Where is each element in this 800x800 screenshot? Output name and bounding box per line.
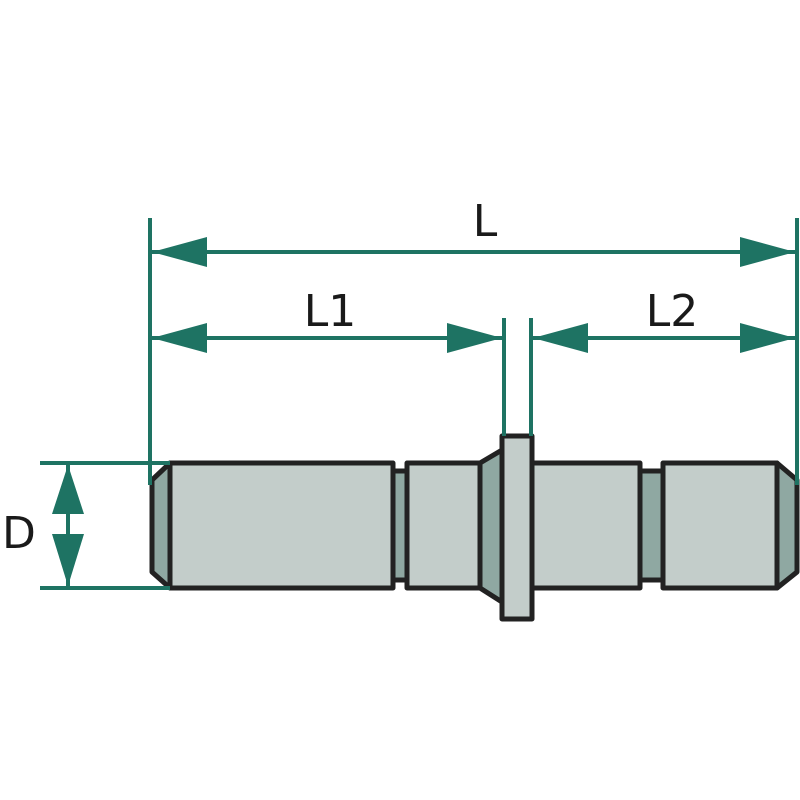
left-shank-section [404,460,483,591]
right-groove [637,468,666,583]
right-chamfer [774,460,800,591]
cone-section [477,447,505,605]
flange [499,433,535,622]
left-thread-section [167,460,396,591]
arrow-l2-right [740,323,795,353]
label-l: L [473,196,498,247]
arrow-l-right [740,237,795,267]
label-l2: L2 [646,286,699,337]
stud-part [149,433,800,622]
label-d: D [2,508,36,559]
dimension-lines [40,218,799,590]
right-thread-section [660,460,780,591]
arrow-l-left [152,237,207,267]
arrow-l2-left [533,323,588,353]
arrow-l1-left [152,323,207,353]
arrow-l1-right [447,323,502,353]
left-chamfer [149,460,173,591]
right-shank-section [529,460,643,591]
label-l1: L1 [304,286,357,337]
arrow-d-bottom [52,534,84,586]
arrow-d-top [52,465,84,514]
